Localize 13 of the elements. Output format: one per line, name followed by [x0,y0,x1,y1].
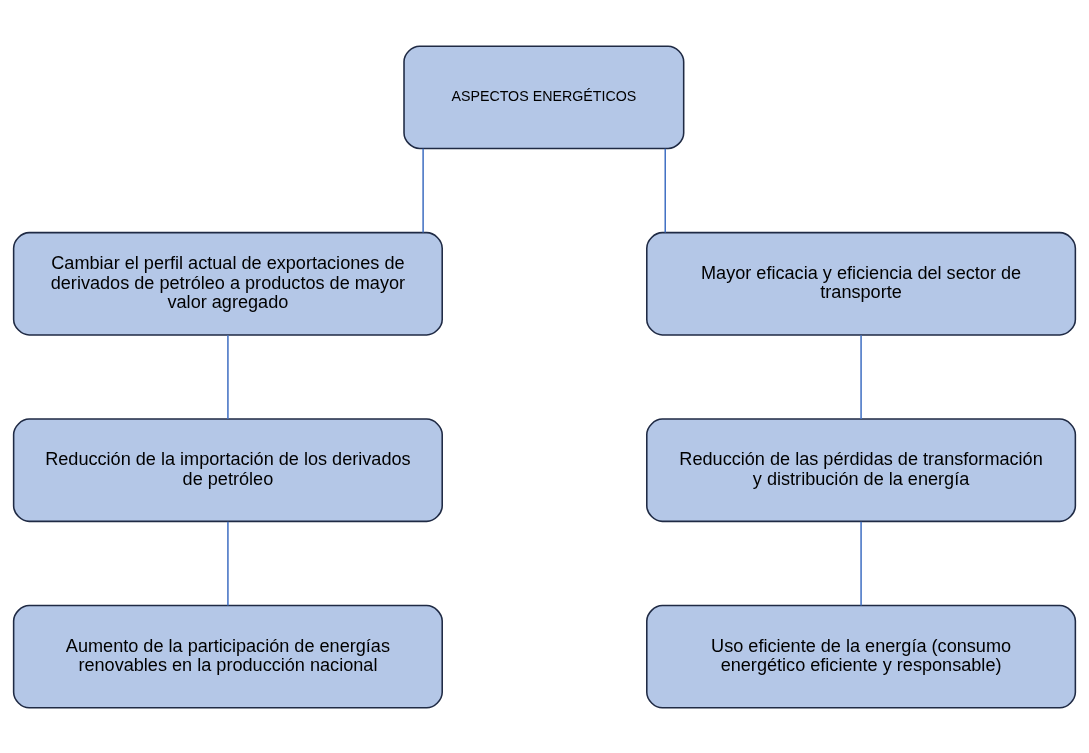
connector [664,147,666,233]
node-box: Aumento de la participación de energías renovables en la producción nacional [12,604,443,709]
node-box: Uso eficiente de la energía (consumo energético eficiente y responsable) [646,604,1077,709]
node-box: Mayor eficacia y eficiencia del sector de transporte [646,231,1077,336]
connector [860,333,862,420]
connector [860,520,862,606]
connector [227,520,229,606]
node-box: Reducción de las pérdidas de transformación y distribución de la energía [646,417,1077,522]
node-box: Cambiar el perfil actual de exportaciones de derivados de petróleo a productos de mayor valor agregado [12,231,443,336]
connector [422,147,424,233]
node-box: ASPECTOS ENERGÉTICOS [403,44,685,149]
connector [227,333,229,420]
node-box: Reducción de la importación de los derivados de petróleo [12,417,443,522]
